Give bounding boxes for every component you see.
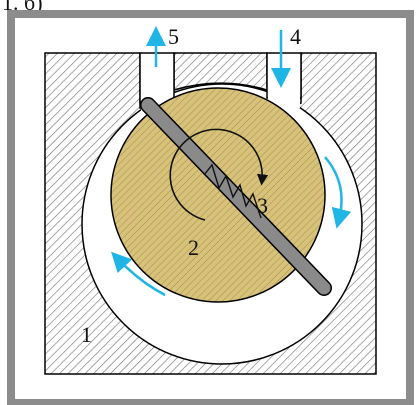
label-rotor: 2 [188,235,199,260]
label-inlet: 4 [290,24,301,49]
label-outlet: 5 [168,24,179,49]
curved-arrow-clockwise-icon [169,128,269,221]
vane-spring [203,163,262,219]
curved-arrow-icon [111,251,166,297]
label-spring: 3 [257,193,268,218]
curved-arrow-icon [324,156,352,229]
rotor [110,87,326,303]
label-housing: 1 [81,322,92,347]
